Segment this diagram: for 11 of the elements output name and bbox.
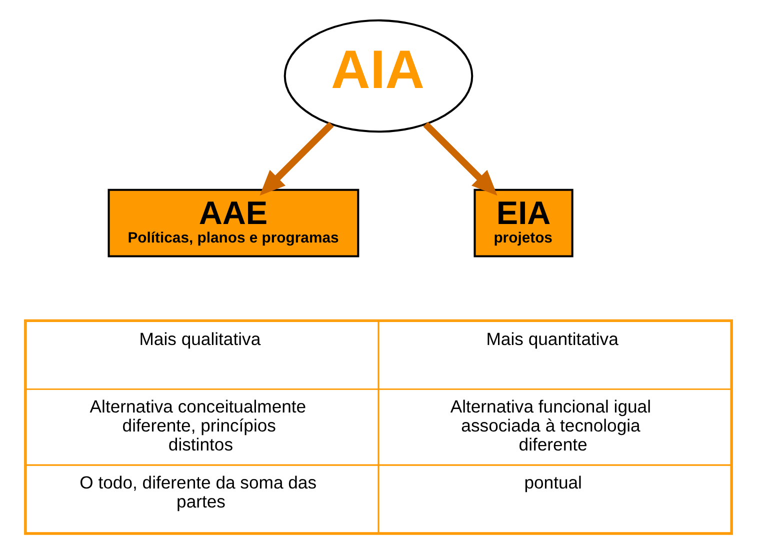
label: Alternativa conceitualmente diferente, princípios distintos [90, 396, 306, 454]
label: O todo, diferente da soma das partes [80, 472, 317, 512]
node-ellipse: AIA [284, 18, 474, 132]
label: Mais quantitativa [486, 328, 618, 348]
node-box: AAE Políticas, planos e programas [108, 188, 360, 257]
label: Alternativa funcional igual associada à tecnologia diferente [450, 396, 652, 454]
label: pontual [524, 472, 582, 492]
node-box: EIA projetos [474, 188, 574, 257]
arrow [423, 121, 498, 196]
label: Mais qualitativa [139, 328, 261, 348]
arrow [260, 121, 334, 196]
